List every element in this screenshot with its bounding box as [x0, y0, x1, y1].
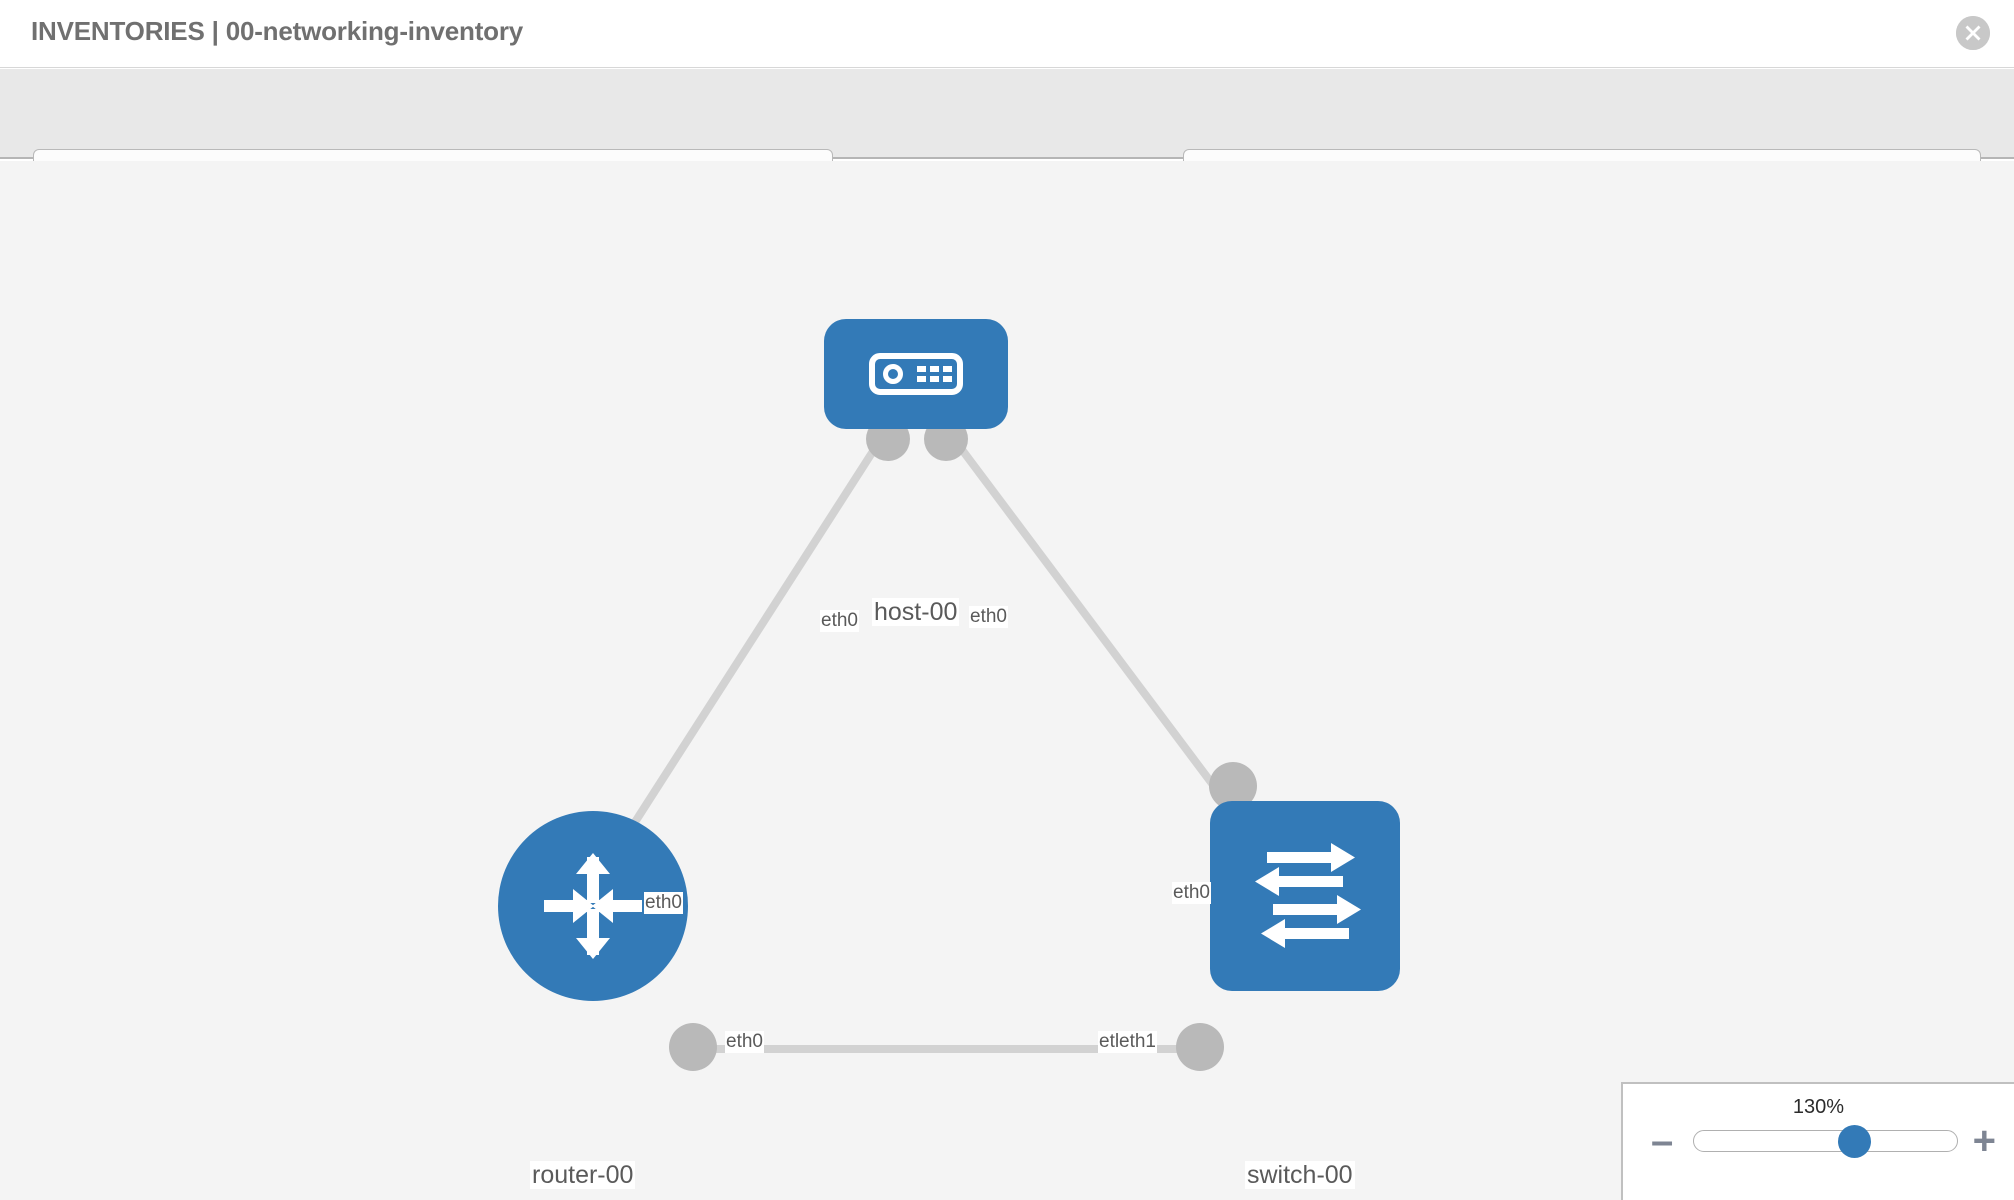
switch-arrows-icon — [1255, 843, 1361, 948]
zoom-out-button[interactable]: – — [1651, 1119, 1674, 1163]
edge-host-router — [606, 428, 890, 864]
port-connector — [1176, 1023, 1224, 1071]
page-title: INVENTORIES | 00-networking-inventory — [31, 16, 524, 46]
edge-host-switch — [944, 428, 1244, 824]
edge-label-host-router-near: eth0 — [820, 610, 859, 632]
server-icon — [869, 353, 963, 395]
port-connector — [669, 1023, 717, 1071]
zoom-control-panel: 130% – + — [1621, 1082, 2014, 1200]
router-arrows-icon — [544, 853, 642, 959]
zoom-in-button[interactable]: + — [1972, 1119, 1996, 1163]
topology-toolbar: ACTIONS SEARCH — [0, 69, 2014, 203]
topology-node-label-switch-00: switch-00 — [1245, 1161, 1355, 1189]
zoom-slider[interactable] — [1693, 1125, 1958, 1158]
edge-label-host-switch-near: eth0 — [969, 606, 1008, 628]
port-connector — [1209, 762, 1257, 810]
topology-node-label-router-00: router-00 — [530, 1161, 636, 1189]
zoom-slider-handle[interactable] — [1837, 1125, 1871, 1158]
topology-edges — [606, 417, 1257, 1071]
zoom-percent-label: 130% — [1792, 1096, 1845, 1118]
topology-canvas[interactable]: host-00 router-0 — [0, 161, 2014, 1200]
edge-label-router-switch-left: eth0 — [725, 1031, 764, 1053]
edge-label-router-host: eth0 — [644, 892, 683, 914]
page-header: INVENTORIES | 00-networking-inventory — [0, 0, 2014, 68]
edge-label-router-switch-right-b: eth1 — [1118, 1031, 1157, 1053]
close-icon[interactable] — [1956, 16, 1990, 50]
topology-node-switch-00[interactable] — [1210, 801, 1400, 991]
edge-label-switch-host: eth0 — [1172, 882, 1211, 904]
topology-node-host-00[interactable] — [824, 319, 1008, 429]
topology-node-label-host-00: host-00 — [872, 598, 960, 626]
